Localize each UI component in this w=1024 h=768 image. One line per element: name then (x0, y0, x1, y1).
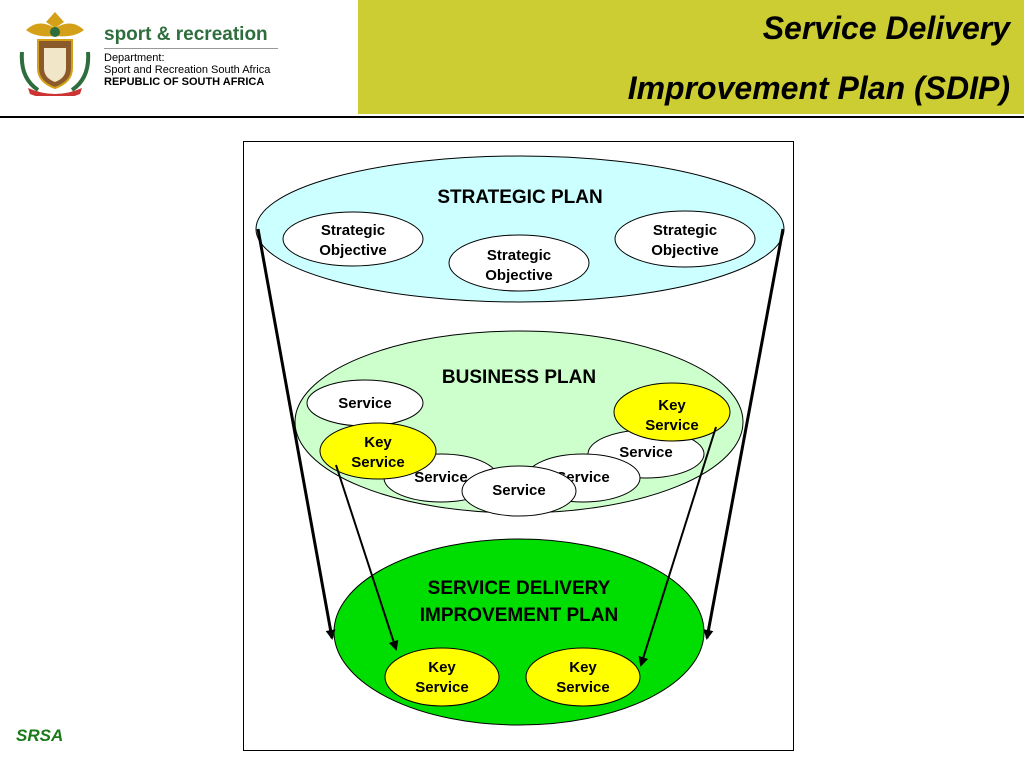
strategic-objective-label: Objective (485, 267, 553, 284)
key-service-label: Key (658, 397, 686, 414)
strategic-plan-title: STRATEGIC PLAN (437, 187, 602, 208)
key-service-label: Service (415, 679, 468, 696)
strategic-objective-label: Objective (319, 242, 387, 259)
slide-header: sport & recreation Department: Sport and… (0, 0, 1024, 118)
sdip-title-line-1: SERVICE DELIVERY (428, 578, 611, 599)
coat-of-arms-icon (19, 12, 91, 96)
footer-label: SRSA (16, 726, 64, 745)
title-bar: Service Delivery Improvement Plan (SDIP) (358, 0, 1024, 114)
slide-title-line-1: Service Delivery (762, 10, 1010, 46)
service-label: Service (338, 395, 391, 412)
key-service-bubble (384, 647, 500, 707)
flow-arrow-right-outer (703, 228, 785, 640)
header-divider (0, 116, 1024, 118)
flow-arrow-key-right (638, 426, 717, 667)
flow-arrow-left-outer (256, 228, 336, 640)
key-service-label: Key (364, 434, 392, 451)
flow-arrow-key-left (335, 464, 399, 651)
slide-title-line-2: Improvement Plan (SDIP) (627, 70, 1010, 106)
department-name: sport & recreation (104, 24, 268, 45)
strategic-plan-ellipse (255, 155, 785, 303)
strategic-objective-label: Strategic (653, 222, 717, 239)
key-service-bubble (613, 382, 731, 442)
department-label: Department: (104, 52, 165, 64)
key-service-bubble (319, 422, 437, 480)
service-bubble (461, 465, 577, 517)
diagram-frame (243, 141, 794, 751)
strategic-objective-bubble (448, 234, 590, 292)
key-service-label: Service (556, 679, 609, 696)
key-service-label: Service (351, 454, 404, 471)
logo-area: sport & recreation Department: Sport and… (0, 0, 358, 114)
key-service-label: Key (569, 659, 597, 676)
strategic-objective-bubble (614, 210, 756, 268)
department-full-name: Sport and Recreation South Africa (104, 64, 271, 76)
strategic-objective-label: Objective (651, 242, 719, 259)
key-service-label: Key (428, 659, 456, 676)
service-label: Service (414, 469, 467, 486)
country-name: REPUBLIC OF SOUTH AFRICA (104, 76, 265, 88)
strategic-objective-bubble (282, 211, 424, 267)
service-label: Service (619, 444, 672, 461)
key-service-bubble (525, 647, 641, 707)
strategic-objective-label: Strategic (487, 247, 551, 264)
sdip-title-line-2: IMPROVEMENT PLAN (420, 605, 618, 626)
business-plan-title: BUSINESS PLAN (442, 367, 596, 388)
department-divider (104, 48, 278, 49)
key-service-label: Service (645, 417, 698, 434)
strategic-objective-label: Strategic (321, 222, 385, 239)
service-label: Service (492, 482, 545, 499)
